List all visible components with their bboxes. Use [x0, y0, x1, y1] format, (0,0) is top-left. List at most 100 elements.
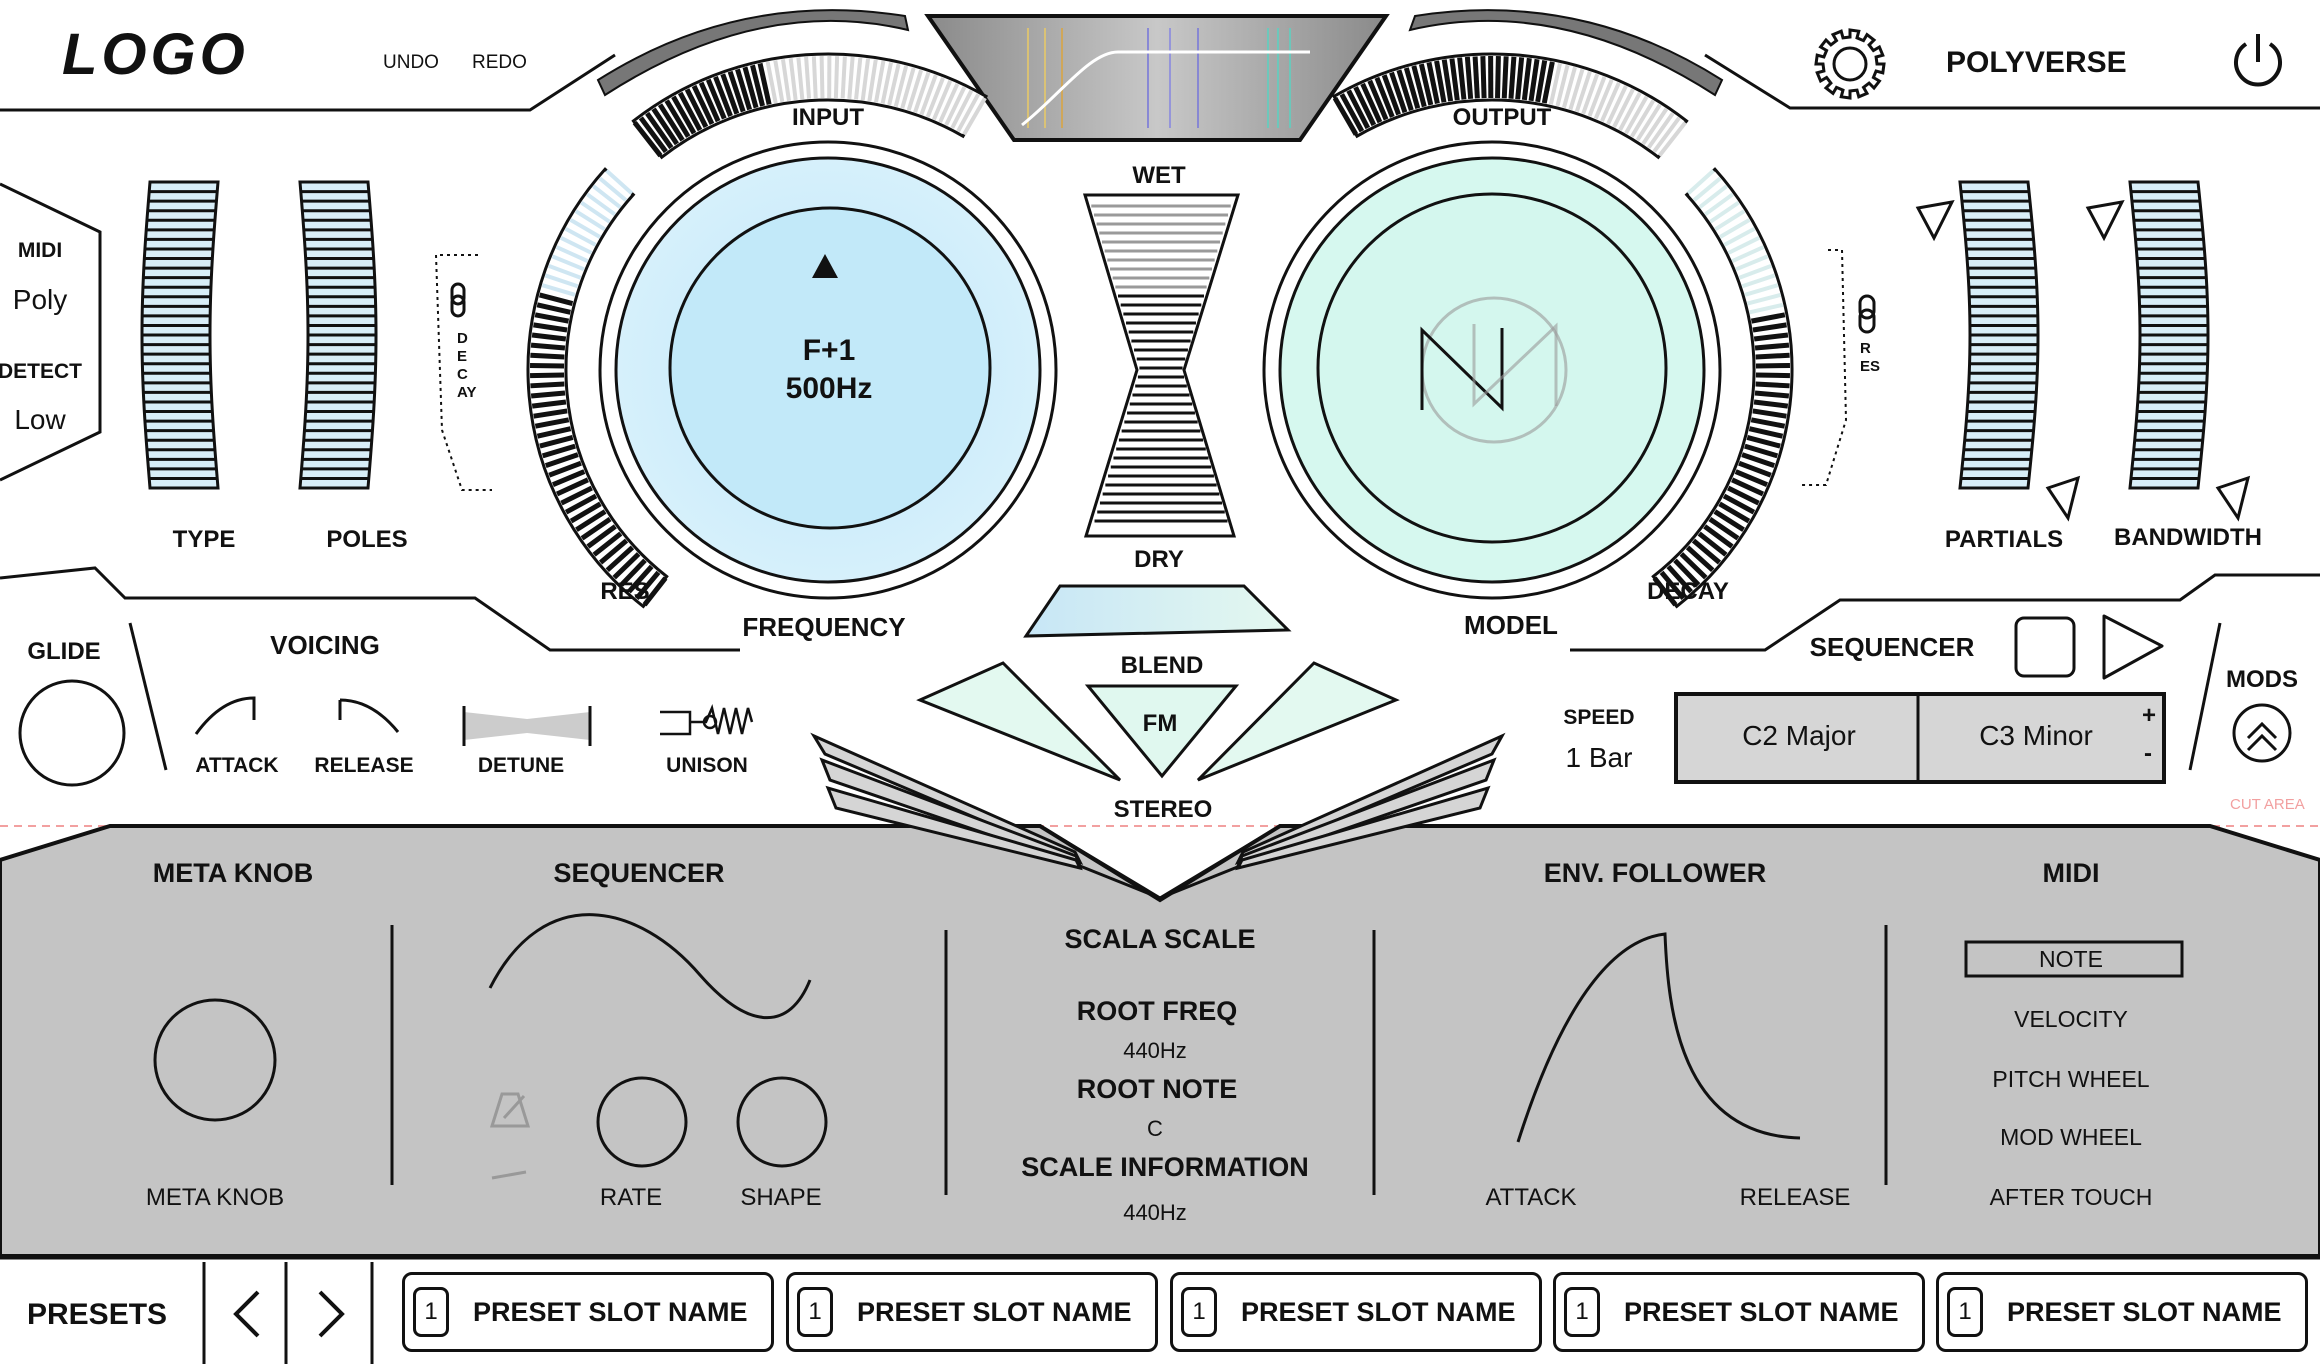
preset-slot[interactable]: 1 PRESET SLOT NAME	[786, 1272, 1158, 1352]
preset-slot-name: PRESET SLOT NAME	[1624, 1297, 1899, 1327]
midi-option-note[interactable]: NOTE	[2039, 946, 2103, 972]
undo-button[interactable]: UNDO	[383, 52, 439, 73]
frequency-offset: F+1	[802, 334, 856, 367]
power-icon[interactable]	[2234, 34, 2282, 87]
gear-icon[interactable]	[1814, 28, 1886, 100]
scala-title: SCALA SCALE	[1064, 924, 1256, 954]
glide-label: GLIDE	[27, 638, 101, 665]
meta-knob[interactable]	[153, 998, 277, 1122]
midi-option-mod-wheel[interactable]: MOD WHEEL	[2000, 1124, 2142, 1150]
midi-panel-title: MIDI	[2042, 858, 2100, 888]
poles-slider[interactable]	[298, 180, 378, 490]
glide-knob[interactable]	[18, 679, 126, 787]
attack-curve-icon[interactable]	[194, 696, 256, 735]
env-attack-label: ATTACK	[1485, 1184, 1577, 1211]
input-meter[interactable]	[631, 52, 989, 160]
attack-label: ATTACK	[195, 754, 279, 777]
sequencer-slot-2[interactable]: C3 Minor	[1979, 720, 2093, 751]
sequencer-minus-button[interactable]: -	[2144, 740, 2152, 767]
root-note-value[interactable]: C	[1147, 1116, 1163, 1141]
redo-button[interactable]: REDO	[472, 52, 527, 73]
preset-slot[interactable]: 1 PRESET SLOT NAME	[1170, 1272, 1542, 1352]
decay-arc-slider[interactable]	[1651, 167, 1794, 609]
sequencer-play-button[interactable]	[2102, 614, 2164, 680]
metronome-icon[interactable]	[489, 1092, 531, 1180]
env-follower-curve	[1516, 932, 1801, 1143]
preset-slot-name: PRESET SLOT NAME	[857, 1297, 1132, 1327]
root-note-label: ROOT NOTE	[1076, 1074, 1238, 1104]
preset-slot-name: PRESET SLOT NAME	[2007, 1297, 2282, 1327]
env-follower-title: ENV. FOLLOWER	[1543, 858, 1767, 888]
preset-slot-name: PRESET SLOT NAME	[473, 1297, 748, 1327]
presets-label[interactable]: PRESETS	[27, 1298, 168, 1331]
midi-option-velocity[interactable]: VELOCITY	[2014, 1006, 2128, 1032]
wet-label: WET	[1132, 162, 1186, 189]
input-label: INPUT	[792, 104, 864, 131]
logo: LOGO	[62, 22, 249, 87]
preset-slot-number: 1	[797, 1287, 833, 1337]
scale-info-label: SCALE INFORMATION	[1021, 1152, 1309, 1182]
speed-value[interactable]: 1 Bar	[1565, 742, 1633, 773]
stereo-left-triangle[interactable]	[916, 661, 1122, 782]
link-icon[interactable]	[450, 282, 466, 318]
env-release-label: RELEASE	[1739, 1184, 1851, 1211]
rate-label: RATE	[599, 1184, 663, 1211]
rate-knob[interactable]	[596, 1076, 688, 1168]
unison-label: UNISON	[666, 754, 748, 777]
shape-knob[interactable]	[736, 1076, 828, 1168]
blend-slider[interactable]	[1023, 584, 1292, 638]
preset-prev-icon[interactable]	[233, 1290, 260, 1338]
stereo-right-triangle[interactable]	[1196, 661, 1400, 782]
poles-label: POLES	[326, 526, 408, 553]
wet-dry-slider[interactable]	[1082, 193, 1241, 538]
decay-label: DECAY	[1647, 578, 1729, 605]
blend-label: BLEND	[1120, 652, 1204, 679]
frequency-value: 500Hz	[785, 372, 873, 405]
bandwidth-slider[interactable]	[2128, 180, 2210, 490]
detect-label: DETECT	[0, 360, 82, 383]
release-curve-icon[interactable]	[338, 698, 400, 733]
sequencer-stop-button[interactable]	[2014, 616, 2076, 678]
mods-chevron-icon[interactable]	[2232, 703, 2292, 763]
stereo-wing-left[interactable]	[810, 732, 1084, 871]
root-freq-value[interactable]: 440Hz	[1123, 1038, 1187, 1063]
link-icon[interactable]	[1858, 294, 1876, 334]
root-freq-label: ROOT FREQ	[1076, 996, 1238, 1026]
voicing-label: VOICING	[270, 630, 380, 660]
output-meter[interactable]	[1331, 52, 1689, 160]
sequencer-slot-1[interactable]: C2 Major	[1742, 720, 1856, 751]
res-vertical-label: RES	[1860, 340, 1881, 375]
speed-label: SPEED	[1563, 706, 1635, 729]
preset-slot-name: PRESET SLOT NAME	[1241, 1297, 1516, 1327]
midi-option-pitch-wheel[interactable]: PITCH WHEEL	[1992, 1066, 2150, 1092]
partials-slider[interactable]	[1958, 180, 2040, 490]
sequencer-title: SEQUENCER	[1809, 632, 1975, 662]
preset-slot-number: 1	[1181, 1287, 1217, 1337]
res-arc-slider[interactable]	[526, 167, 669, 609]
preset-next-icon[interactable]	[318, 1290, 345, 1338]
fm-label: FM	[1142, 710, 1178, 737]
sequencer-plus-button[interactable]: +	[2142, 702, 2157, 729]
meta-knob-label: META KNOB	[145, 1184, 285, 1211]
product-name: POLYVERSE	[1946, 46, 2127, 79]
model-label: MODEL	[1464, 610, 1558, 640]
type-slider[interactable]	[140, 180, 220, 490]
detect-value[interactable]: Low	[14, 404, 66, 435]
type-label: TYPE	[172, 526, 236, 553]
midi-mode-label: MIDI	[17, 239, 63, 262]
scale-info-value[interactable]: 440Hz	[1123, 1200, 1187, 1225]
frequency-label: FREQUENCY	[742, 612, 906, 642]
stereo-label: STEREO	[1113, 796, 1213, 823]
res-label: RES	[600, 578, 650, 605]
sequencer-slots-box[interactable]	[1674, 692, 2166, 784]
fm-triangle[interactable]	[1084, 684, 1240, 779]
midi-mode-value[interactable]: Poly	[12, 284, 68, 315]
unison-icon[interactable]	[660, 703, 754, 736]
midi-option-after-touch[interactable]: AFTER TOUCH	[1989, 1184, 2153, 1210]
detune-icon[interactable]	[462, 706, 592, 746]
